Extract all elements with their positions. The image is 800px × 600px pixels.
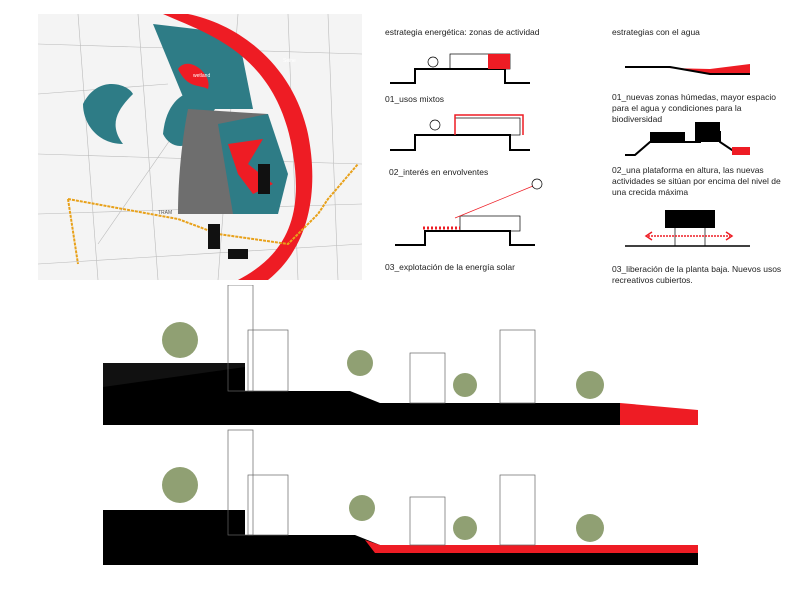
energy-item-2: 02_interés en envolventes (389, 167, 489, 177)
wetland-label: wetland (193, 73, 210, 79)
energy-title: estrategia energética: zonas de activida… (385, 27, 540, 37)
diagram-platform (625, 122, 750, 156)
water-item-1: 01_nuevas zonas húmedas, mayor espacio p… (612, 92, 776, 124)
diagram-wetlands (625, 64, 750, 75)
water-title: estrategias con el agua (612, 27, 700, 37)
diagram-mixed-use (390, 53, 530, 84)
section-flood (103, 429, 698, 565)
tram-line (67, 163, 359, 265)
river-seine (163, 14, 313, 280)
tram-label: TRAM (158, 210, 172, 216)
energy-item-1: 01_usos mixtos (385, 94, 445, 104)
diagram-solar (395, 178, 543, 246)
tree (162, 467, 198, 503)
sun-icon (531, 178, 543, 190)
wetland-2 (218, 114, 288, 214)
section-current (103, 285, 698, 425)
diagram-envelopes (390, 114, 530, 151)
diagram-free-ground (625, 210, 750, 247)
tree (162, 322, 198, 358)
seine-label: Seine (283, 58, 296, 64)
water-item-2: 02_una plataforma en altura, las nuevas … (612, 165, 781, 197)
water-item-3: 03_liberación de la planta baja. Nuevos … (612, 264, 782, 285)
energy-item-3: 03_explotación de la energía solar (385, 262, 515, 272)
site-map: wetland Seine TRAM (38, 14, 362, 280)
